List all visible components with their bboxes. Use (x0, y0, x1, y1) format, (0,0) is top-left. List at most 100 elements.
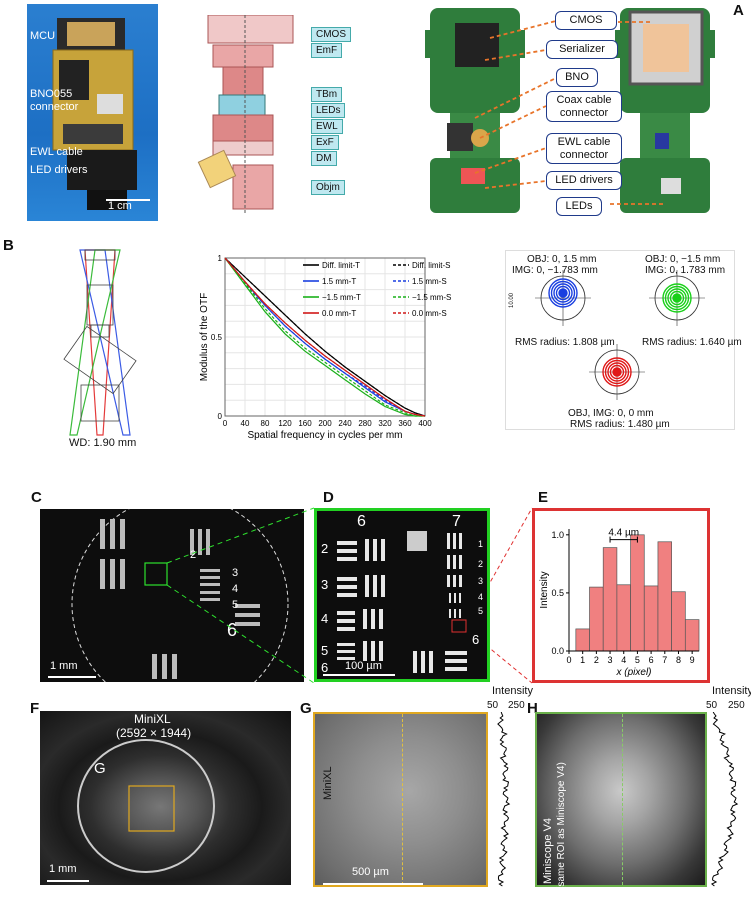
section-label-tbm: TBm (311, 87, 343, 102)
pcb-front (425, 8, 525, 213)
mtf-xtick-label: 360 (398, 419, 412, 428)
mtf-xtick-label: 280 (358, 419, 372, 428)
mtf-series-line (224, 257, 426, 417)
h-profile-min: 50 (706, 700, 718, 711)
mtf-xtick-label: 400 (418, 419, 432, 428)
d-el-2: 2 (321, 541, 329, 556)
mtf-xtick-label: 40 (241, 419, 250, 428)
d-group-6: 6 (357, 513, 366, 530)
mtf-legend-label: Diff. limit-S (412, 261, 451, 270)
mtf-series-line (224, 257, 425, 417)
mtf-ytick-label: 0.5 (211, 333, 223, 342)
photo-label-mcu: MCU (30, 30, 56, 42)
hist-bar (589, 586, 604, 652)
f-scale-label: 1 mm (49, 863, 77, 875)
pcb-label-leds: LEDs (556, 197, 602, 216)
spot-ray-ring (604, 359, 630, 385)
hist-xtick-label: 6 (649, 655, 654, 665)
pcb-label-cmos: CMOS (555, 11, 617, 30)
spot-core (559, 289, 567, 297)
mtf-series-line (224, 257, 426, 417)
g-side-label: MiniXL (322, 766, 334, 800)
g-scalebar (323, 883, 423, 885)
hist-xtick-label: 1 (580, 655, 585, 665)
pcb-label-ewl: EWL cable connector (546, 133, 622, 165)
photo-label-led: LED drivers (30, 164, 88, 176)
d-el7-3: 3 (478, 576, 484, 586)
g-scale-label: 500 µm (352, 866, 389, 878)
mtf-xtick-label: 240 (338, 419, 352, 428)
f-roi-label: G (94, 760, 106, 777)
panel-e-frame (532, 508, 710, 683)
mtf-xtick-label: 320 (378, 419, 392, 428)
hist-ytick-label: 0.5 (551, 588, 564, 598)
f-title: MiniXL (134, 712, 171, 726)
spot-ray-ring (609, 364, 625, 380)
pcb-back (615, 8, 715, 213)
hist-bar (630, 534, 645, 652)
mtf-legend-label: 1.5 mm-T (322, 277, 356, 286)
hist-annotation-label: 4.4 µm (608, 528, 639, 539)
pcb-label-led-drivers: LED drivers (546, 171, 622, 190)
spot2-obj: OBJ: 0, −1.5 mm (645, 254, 721, 265)
g-intensity-profile (497, 712, 511, 887)
hist-bar (616, 584, 631, 652)
d-el7-5: 5 (478, 606, 484, 616)
panel-d-image (314, 508, 490, 682)
spot-ray-ring (550, 280, 576, 306)
hist-xtick-label: 5 (635, 655, 640, 665)
panel-c-image (40, 509, 304, 682)
h-profile-line (622, 714, 623, 885)
hist-xtick-label: 2 (594, 655, 599, 665)
mtf-axes-frame (224, 257, 426, 417)
mtf-ytick-label: 1 (218, 254, 223, 263)
d-el7-4: 4 (478, 592, 484, 602)
mtf-legend-label: −1.5 mm-S (412, 293, 451, 302)
spot1-img: IMG: 0, −1.783 mm (512, 265, 598, 276)
h-profile-max: 250 (728, 700, 745, 711)
spot-ray-ring (555, 285, 571, 301)
panel-label-d: D (323, 489, 334, 506)
h-side-label: Miniscope V4 (542, 817, 554, 884)
f-scalebar (47, 880, 89, 882)
panel-label-e: E (538, 489, 549, 506)
hist-bar (684, 619, 700, 652)
hist-xtick-label: 9 (690, 655, 695, 665)
spot1-obj: OBJ: 0, 1.5 mm (527, 254, 597, 265)
pcb-label-bno: BNO (556, 68, 598, 87)
g-profile-line (402, 714, 403, 885)
c-scalebar (48, 676, 96, 678)
mtf-series-line (224, 257, 425, 417)
spot-ray-ring (667, 288, 687, 308)
mtf-xtick-label: 80 (261, 419, 270, 428)
panel-label-h: H (527, 700, 538, 717)
mtf-ytick-label: 0 (218, 412, 223, 421)
spot-ray-ring (607, 362, 627, 382)
pcb-label-serializer: Serializer (546, 40, 618, 59)
g-profile-max: 250 (508, 700, 525, 711)
spot3-rms: RMS radius: 1.480 µm (570, 419, 670, 430)
panel-label-g: G (300, 700, 312, 717)
spot-ray-ring (664, 285, 690, 311)
hist-bar (575, 628, 590, 652)
mtf-xtick-label: 160 (298, 419, 312, 428)
hist-ytick-label: 0.0 (551, 646, 564, 656)
c-scale-label: 1 mm (50, 660, 78, 672)
profile-trace (497, 712, 511, 887)
panel-label-b: B (3, 237, 14, 254)
g-profile-title: Intensity (492, 685, 533, 697)
section-label-leds: LEDs (311, 103, 346, 118)
g-profile-min: 50 (487, 700, 499, 711)
c-group-4: 4 (232, 583, 239, 595)
h-intensity-profile (710, 712, 739, 887)
hist-xtick-label: 4 (621, 655, 626, 665)
mtf-legend-label: −1.5 mm-T (322, 293, 361, 302)
panel-label-a: A (733, 2, 744, 19)
pcb-illustration (425, 8, 715, 213)
section-label-emf: EmF (311, 43, 343, 58)
pcb-label-coax: Coax cable connector (546, 91, 622, 123)
spot-diagrams (505, 250, 735, 430)
photo-label-ewl: EWL cable (30, 146, 83, 158)
spot2-rms: RMS radius: 1.640 µm (642, 337, 742, 348)
